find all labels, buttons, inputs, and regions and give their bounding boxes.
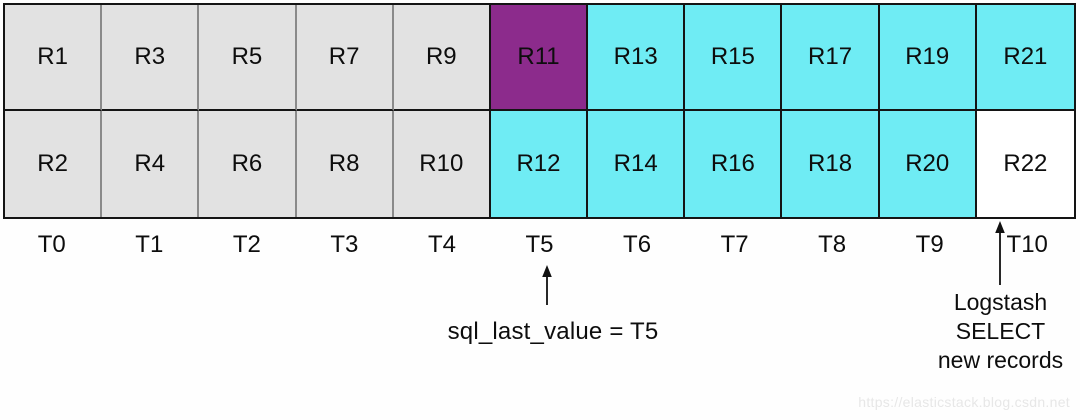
record-cell-r8: R8 xyxy=(296,111,394,217)
timeline-label-t8: T8 xyxy=(818,231,847,258)
record-cell-r16: R16 xyxy=(685,111,783,217)
record-cell-r9: R9 xyxy=(393,5,491,111)
record-cell-r11: R11 xyxy=(490,5,589,111)
sql-last-value-label: sql_last_value = T5 xyxy=(447,318,659,345)
record-cell-r3: R3 xyxy=(102,5,200,111)
record-cell-r13: R13 xyxy=(588,5,686,111)
record-cell-r17: R17 xyxy=(782,5,880,111)
record-cell-r18: R18 xyxy=(782,111,880,217)
record-cell-r7: R7 xyxy=(296,5,394,111)
record-cell-r2: R2 xyxy=(5,111,103,217)
record-cell-r6: R6 xyxy=(199,111,297,217)
t10-up-arrow-icon xyxy=(995,221,1005,285)
record-cell-r15: R15 xyxy=(685,5,783,111)
timeline-label-t1: T1 xyxy=(135,231,164,258)
watermark-text: https://elasticstack.blog.csdn.net xyxy=(858,394,1070,410)
logstash-note-line1: Logstash xyxy=(953,289,1048,315)
record-cell-r22: R22 xyxy=(976,111,1074,217)
timeline-label-t2: T2 xyxy=(232,231,261,258)
timeline-label-t10: T10 xyxy=(1006,231,1048,258)
record-cell-r12: R12 xyxy=(490,111,589,217)
record-cell-r14: R14 xyxy=(588,111,686,217)
logstash-select-note: Logstash SELECT new records xyxy=(903,288,1080,375)
record-cell-r20: R20 xyxy=(879,111,977,217)
timeline-label-t4: T4 xyxy=(427,231,456,258)
timeline-label-t3: T3 xyxy=(330,231,359,258)
timeline-label-t9: T9 xyxy=(915,231,944,258)
record-cell-r21: R21 xyxy=(976,5,1074,111)
timeline-label-t6: T6 xyxy=(623,231,652,258)
record-cell-r10: R10 xyxy=(393,111,491,217)
timeline: T0 T1 T2 T3 T4 T5 T6 T7 T8 T9 T10 xyxy=(3,230,1076,260)
timeline-label-t5: T5 xyxy=(525,231,554,258)
timeline-label-t0: T0 xyxy=(37,231,66,258)
logstash-note-line2: SELECT xyxy=(955,318,1046,344)
logstash-note-line3: new records xyxy=(937,347,1064,373)
record-cell-r4: R4 xyxy=(102,111,200,217)
record-cell-r1: R1 xyxy=(5,5,103,111)
t5-up-arrow-icon xyxy=(542,265,552,305)
timeline-label-t7: T7 xyxy=(720,231,749,258)
record-cell-r19: R19 xyxy=(879,5,977,111)
record-cell-r5: R5 xyxy=(199,5,297,111)
